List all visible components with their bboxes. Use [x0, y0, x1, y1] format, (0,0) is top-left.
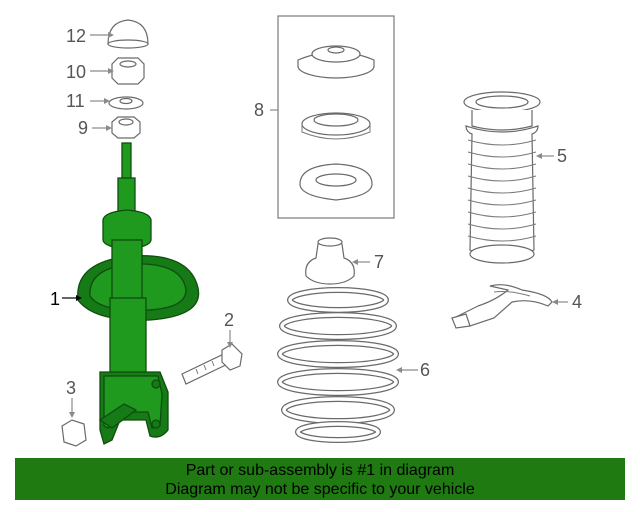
callout-8: 8	[254, 100, 264, 120]
part-8-mount-kit[interactable]	[277, 15, 395, 219]
callout-5: 5	[557, 146, 567, 166]
banner-line-1: Part or sub-assembly is #1 in diagram	[185, 462, 455, 479]
callout-7: 7	[374, 252, 384, 272]
part-9-nut[interactable]	[111, 116, 141, 139]
callout-4: 4	[572, 292, 582, 312]
callout-2: 2	[224, 310, 234, 330]
part-3-nut[interactable]	[61, 419, 87, 447]
callout-9: 9	[78, 118, 88, 138]
part-12-dust-cap[interactable]	[107, 19, 149, 49]
part-11-washer[interactable]	[108, 96, 144, 110]
callout-6: 6	[420, 360, 430, 380]
part-5-dust-boot[interactable]	[463, 91, 541, 264]
callout-12: 12	[66, 26, 86, 46]
diagram-notice-banner: Part or sub-assembly is #1 in diagram Di…	[15, 458, 625, 500]
part-6-coil-spring[interactable]	[277, 287, 399, 443]
callout-10: 10	[66, 62, 86, 82]
part-4-spring-seat[interactable]	[451, 284, 553, 329]
part-2-bolt[interactable]	[181, 343, 243, 385]
callout-11: 11	[66, 91, 85, 111]
part-10-nut[interactable]	[111, 57, 145, 85]
callout-3: 3	[66, 378, 76, 398]
banner-line-2: Diagram may not be specific to your vehi…	[165, 481, 475, 498]
part-7-bump-stop[interactable]	[305, 237, 355, 285]
part-1-strut-assembly[interactable]	[77, 142, 200, 445]
callout-1: 1	[50, 289, 60, 309]
